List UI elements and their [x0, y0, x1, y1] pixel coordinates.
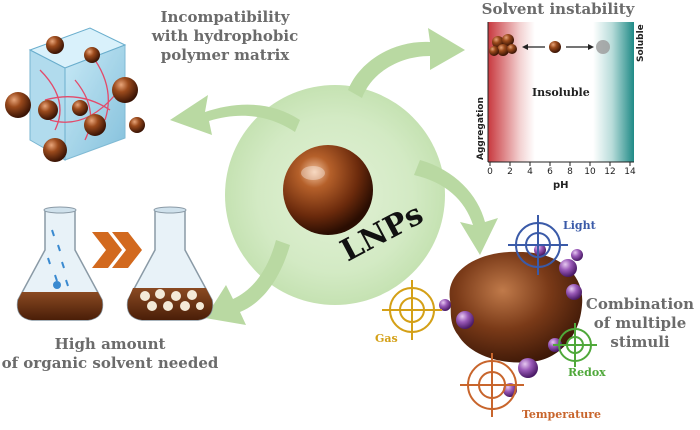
ph-tick: 10 — [584, 167, 596, 177]
gas-label: Gas — [375, 332, 398, 345]
stimuli-blob — [439, 244, 583, 397]
organic-solvent-line2: of organic solvent needed — [1, 354, 219, 372]
incompatibility-line2: with hydrophobic — [151, 27, 299, 45]
incompatibility-label: Incompatibility with hydrophobic polymer… — [140, 8, 310, 65]
combination-line2: of multiple — [593, 314, 687, 332]
polymer-cube — [5, 27, 145, 162]
solvent-instability-label: Solvent instability — [481, 0, 635, 18]
ph-tick: 2 — [507, 167, 513, 177]
ph-tick: 4 — [527, 167, 533, 177]
combination-label: Combination of multiple stimuli — [580, 295, 700, 352]
ph-tick: 12 — [604, 167, 616, 177]
redox-label: Redox — [568, 366, 606, 379]
redox-target-icon — [553, 323, 597, 367]
arrow-to-stimuli — [414, 160, 498, 255]
arrow-to-flasks — [205, 240, 290, 325]
ph-panel — [487, 22, 634, 166]
light-label: Light — [563, 219, 596, 232]
gas-target-icon — [382, 280, 442, 340]
ph-tick: 6 — [547, 167, 553, 177]
chevron-icon — [92, 232, 122, 268]
flasks — [16, 206, 214, 321]
ph-tick: 8 — [567, 167, 573, 177]
ph-tick: 14 — [624, 167, 636, 177]
incompatibility-line1: Incompatibility — [160, 8, 290, 26]
arrow-to-ph — [348, 28, 465, 98]
ph-aggregation-label: Aggregation — [476, 97, 486, 160]
organic-solvent-label: High amount of organic solvent needed — [0, 335, 220, 373]
temperature-label: Temperature — [522, 408, 602, 421]
light-target-icon — [508, 215, 568, 275]
combination-line1: Combination — [585, 295, 695, 313]
ph-insoluble-label: Insoluble — [532, 86, 590, 99]
ph-tick: 0 — [487, 167, 493, 177]
arrow-to-cube — [170, 95, 300, 135]
temperature-target-icon — [460, 353, 524, 417]
ph-soluble-label: Soluble — [636, 24, 646, 62]
incompatibility-line3: polymer matrix — [160, 46, 290, 64]
ph-axis-label: pH — [553, 180, 569, 191]
green-arrows — [170, 28, 498, 325]
organic-solvent-line1: High amount — [54, 335, 166, 353]
combination-line3: stimuli — [610, 333, 670, 351]
central-nanoparticle — [283, 145, 373, 235]
chevron-icon — [112, 232, 142, 268]
ph-tick-labels: 0 2 4 6 8 10 12 14 — [482, 167, 642, 179]
